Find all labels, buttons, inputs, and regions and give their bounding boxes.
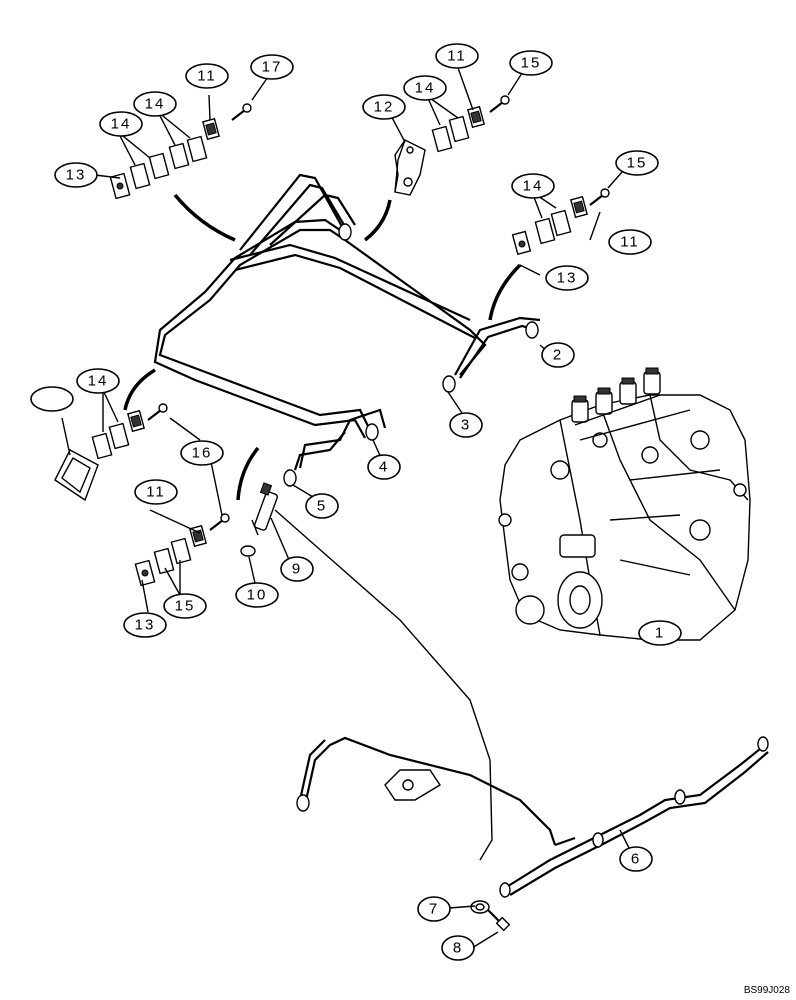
group-arc [236, 446, 260, 501]
svg-text:14: 14 [111, 116, 132, 133]
svg-text:1: 1 [655, 625, 665, 642]
drawing-code: BS99J028 [743, 985, 790, 996]
clamp-cluster-right [511, 188, 610, 256]
svg-text:8: 8 [453, 940, 463, 957]
svg-text:13: 13 [66, 167, 87, 184]
callout-13-lower-left: 13 [123, 612, 167, 638]
svg-text:14: 14 [523, 178, 544, 195]
svg-text:9: 9 [292, 561, 302, 578]
svg-text:11: 11 [620, 234, 640, 251]
callout-17 [30, 386, 74, 412]
svg-text:4: 4 [379, 459, 389, 476]
callout-14-c: 14 [403, 75, 447, 101]
callout-7: 7 [417, 896, 451, 922]
clamp-cluster-left [91, 403, 168, 460]
seal-washer [240, 545, 256, 557]
callout-14-f: 15 [163, 593, 207, 619]
svg-text:13: 13 [135, 617, 156, 634]
bolt-washer-set [470, 900, 511, 932]
group-arc [173, 193, 236, 242]
callout-14-b: 14 [133, 91, 177, 117]
svg-text:10: 10 [247, 587, 268, 604]
callout-16: 17 [250, 54, 294, 80]
svg-text:3: 3 [461, 417, 471, 434]
callout-5: 5 [305, 493, 339, 519]
callout-1: 1 [638, 620, 682, 646]
svg-text:13: 13 [557, 270, 578, 287]
group-arc [363, 199, 392, 242]
svg-text:12: 12 [374, 99, 395, 116]
delivery-valves [571, 367, 661, 423]
callout-9: 9 [280, 556, 314, 582]
svg-text:2: 2 [553, 347, 563, 364]
callout-3: 3 [449, 412, 483, 438]
clamp-cluster-top-mid [431, 95, 510, 153]
svg-text:14: 14 [145, 96, 166, 113]
leader-line [274, 509, 493, 861]
callout-13-right: 13 [545, 265, 589, 291]
callout-8: 8 [441, 935, 475, 961]
callout-14-a: 14 [99, 111, 143, 137]
injection-pump [498, 367, 751, 641]
svg-text:7: 7 [429, 901, 439, 918]
callout-11-top-mid: 11 [435, 43, 479, 69]
callout-10: 10 [235, 582, 279, 608]
callout-4: 4 [367, 454, 401, 480]
svg-text:6: 6 [631, 851, 641, 868]
callout-15-right: 15 [615, 150, 659, 176]
leak-off-line [296, 736, 769, 898]
callout-14-d: 14 [511, 173, 555, 199]
svg-text:16: 16 [192, 445, 213, 462]
leader-lines [61, 64, 656, 949]
svg-text:5: 5 [317, 498, 327, 515]
callout-6: 6 [619, 846, 653, 872]
callout-15-top-mid: 15 [509, 50, 553, 76]
svg-text:15: 15 [175, 598, 196, 615]
clamp-cluster-top-left [109, 103, 252, 200]
callout-12: 12 [362, 94, 406, 120]
svg-text:15: 15 [627, 155, 648, 172]
callout-14-e: 14 [76, 368, 120, 394]
callout-11-right: 11 [608, 229, 652, 255]
group-arc [123, 368, 156, 411]
injector [251, 482, 278, 536]
svg-text:15: 15 [521, 55, 542, 72]
svg-text:11: 11 [447, 48, 467, 65]
callout-11-left: 11 [134, 479, 178, 505]
svg-text:17: 17 [262, 59, 283, 76]
svg-text:14: 14 [415, 80, 436, 97]
svg-text:14: 14 [88, 373, 109, 390]
callout-11-top-left: 11 [185, 63, 229, 89]
callout-13-top-left: 13 [54, 162, 98, 188]
bracket [394, 139, 426, 196]
injection-line-bundle [153, 173, 541, 487]
clamp-rubber-insert [54, 449, 99, 502]
group-arc [488, 263, 522, 321]
callout-2: 2 [541, 342, 575, 368]
callout-15-left: 16 [180, 440, 224, 466]
svg-text:11: 11 [146, 484, 166, 501]
svg-text:11: 11 [197, 68, 217, 85]
